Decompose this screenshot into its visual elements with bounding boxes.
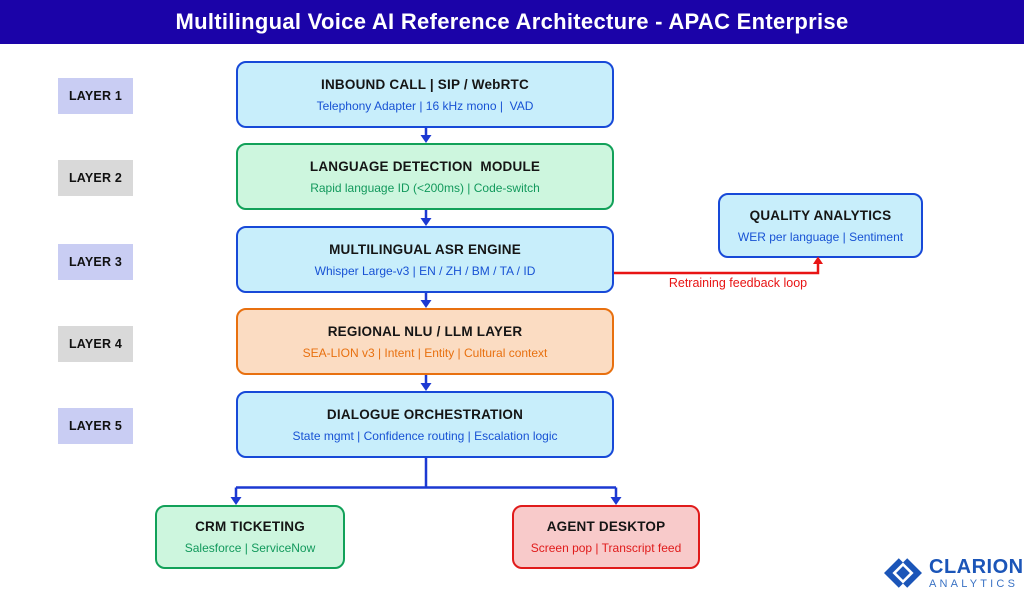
node-crm-ticketing: CRM TICKETING Salesforce | ServiceNow — [155, 505, 345, 569]
node-title: LANGUAGE DETECTION MODULE — [309, 158, 541, 174]
node-subtitle: WER per language | Sentiment — [737, 229, 904, 244]
layer-1-label: LAYER 1 — [58, 78, 133, 114]
node-title: INBOUND CALL | SIP / WebRTC — [321, 76, 529, 92]
node-title: QUALITY ANALYTICS — [749, 207, 892, 223]
node-title: REGIONAL NLU / LLM LAYER — [327, 323, 523, 339]
node-title: AGENT DESKTOP — [546, 519, 666, 534]
clarion-logo-icon — [884, 558, 922, 588]
node-subtitle: Screen pop | Transcript feed — [530, 541, 682, 555]
node-subtitle: Rapid language ID (<200ms) | Code-switch — [310, 180, 540, 195]
feedback-loop-label: Retraining feedback loop — [668, 276, 808, 290]
feedback-connector — [614, 264, 820, 275]
layer-3-label: LAYER 3 — [58, 244, 133, 280]
logo-subtitle: ANALYTICS — [929, 577, 1019, 590]
node-inbound-call: INBOUND CALL | SIP / WebRTC Telephony Ad… — [236, 61, 614, 128]
node-nlu-llm: REGIONAL NLU / LLM LAYER SEA-LION v3 | I… — [236, 308, 614, 375]
arrowhead-icon — [230, 497, 242, 505]
node-title: MULTILINGUAL ASR ENGINE — [329, 241, 521, 257]
node-quality-analytics: QUALITY ANALYTICS WER per language | Sen… — [718, 193, 923, 258]
layer-4-label: LAYER 4 — [58, 326, 133, 362]
clarion-logo: CLARION ANALYTICS — [884, 556, 1024, 590]
logo-name: CLARION — [929, 555, 1024, 578]
node-title: CRM TICKETING — [195, 519, 305, 534]
node-subtitle: SEA-LION v3 | Intent | Entity | Cultural… — [302, 345, 548, 360]
node-subtitle: Whisper Large-v3 | EN / ZH / BM / TA / I… — [314, 263, 536, 278]
page-title: Multilingual Voice AI Reference Architec… — [175, 9, 849, 34]
arrowhead-icon — [420, 383, 432, 391]
arrowhead-icon — [420, 218, 432, 226]
arrowhead-icon — [610, 497, 622, 505]
node-dialogue-orchestration: DIALOGUE ORCHESTRATION State mgmt | Conf… — [236, 391, 614, 458]
node-subtitle: Salesforce | ServiceNow — [184, 541, 316, 555]
node-subtitle: Telephony Adapter | 16 kHz mono | VAD — [316, 98, 534, 113]
node-subtitle: State mgmt | Confidence routing | Escala… — [292, 428, 558, 443]
node-title: DIALOGUE ORCHESTRATION — [326, 406, 524, 422]
split-connector — [236, 458, 616, 489]
arrowhead-icon — [420, 300, 432, 308]
feedback-arrow — [614, 256, 823, 275]
node-agent-desktop: AGENT DESKTOP Screen pop | Transcript fe… — [512, 505, 700, 569]
layer-2-label: LAYER 2 — [58, 160, 133, 196]
arrowhead-icon — [420, 135, 432, 143]
title-bar: Multilingual Voice AI Reference Architec… — [0, 0, 1024, 44]
node-language-detection: LANGUAGE DETECTION MODULE Rapid language… — [236, 143, 614, 210]
node-asr-engine: MULTILINGUAL ASR ENGINE Whisper Large-v3… — [236, 226, 614, 293]
layer-5-label: LAYER 5 — [58, 408, 133, 444]
